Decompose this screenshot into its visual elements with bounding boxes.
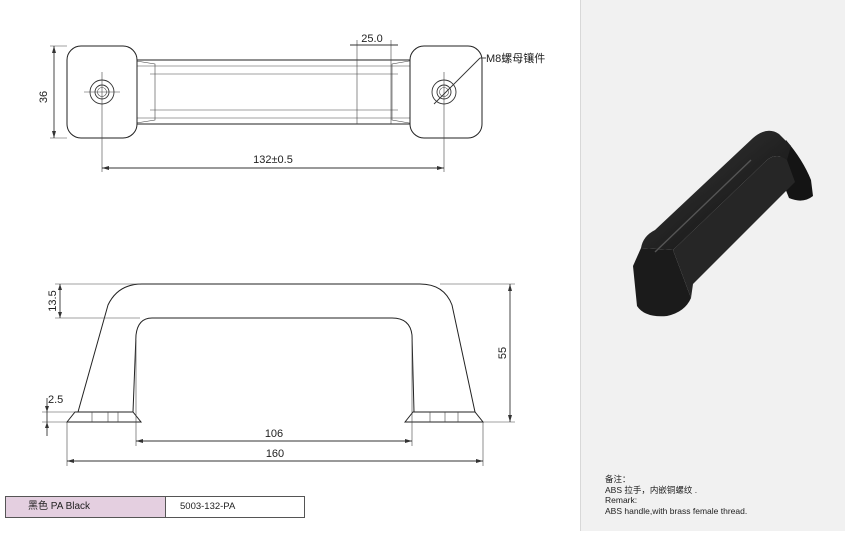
dim-hole-spacing-132: 132±0.5 [253,154,293,166]
remark-en-text: ABS handle,with brass female thread. [605,505,748,516]
dim-overall-length-160: 160 [266,448,284,460]
drawing-svg: 36 25.0 M8螺母镶件 132±0.5 13.5 [38,33,545,466]
spec-table: 黑色 PA Black 5003-132-PA [5,496,305,518]
left-foot [65,411,143,423]
right-foot [403,411,485,423]
handle-product-image [633,130,813,317]
side-view: 13.5 55 2.5 106 160 [42,283,515,466]
technical-drawing: 36 25.0 M8螺母镶件 132±0.5 13.5 [38,33,546,466]
remark-en-title: Remark: [605,495,638,505]
handle-bar-top [129,59,416,125]
remark-cn-title: 备注： [605,474,631,484]
product-photo-panel [580,0,845,531]
dim-inner-width-106: 106 [265,428,283,440]
dim-base-2-5: 2.5 [48,394,63,406]
label-m8-insert: M8螺母镶件 [486,51,545,65]
handle-profile-side [77,283,476,413]
top-view: 36 25.0 M8螺母镶件 132±0.5 [38,33,545,172]
remark-cn-text: ABS 拉手，内嵌铜螺纹 . [605,484,698,495]
dim-height-36: 36 [38,91,50,103]
remark-block: 备注： ABS 拉手，内嵌铜螺纹 . Remark: ABS handle,wi… [605,474,747,516]
dim-thickness-13-5: 13.5 [47,290,59,311]
dim-height-55: 55 [497,347,509,359]
product-code-cell: 5003-132-PA [180,501,236,512]
dim-bar-width-25: 25.0 [361,33,382,45]
color-cell: 黑色 PA Black [6,497,166,517]
